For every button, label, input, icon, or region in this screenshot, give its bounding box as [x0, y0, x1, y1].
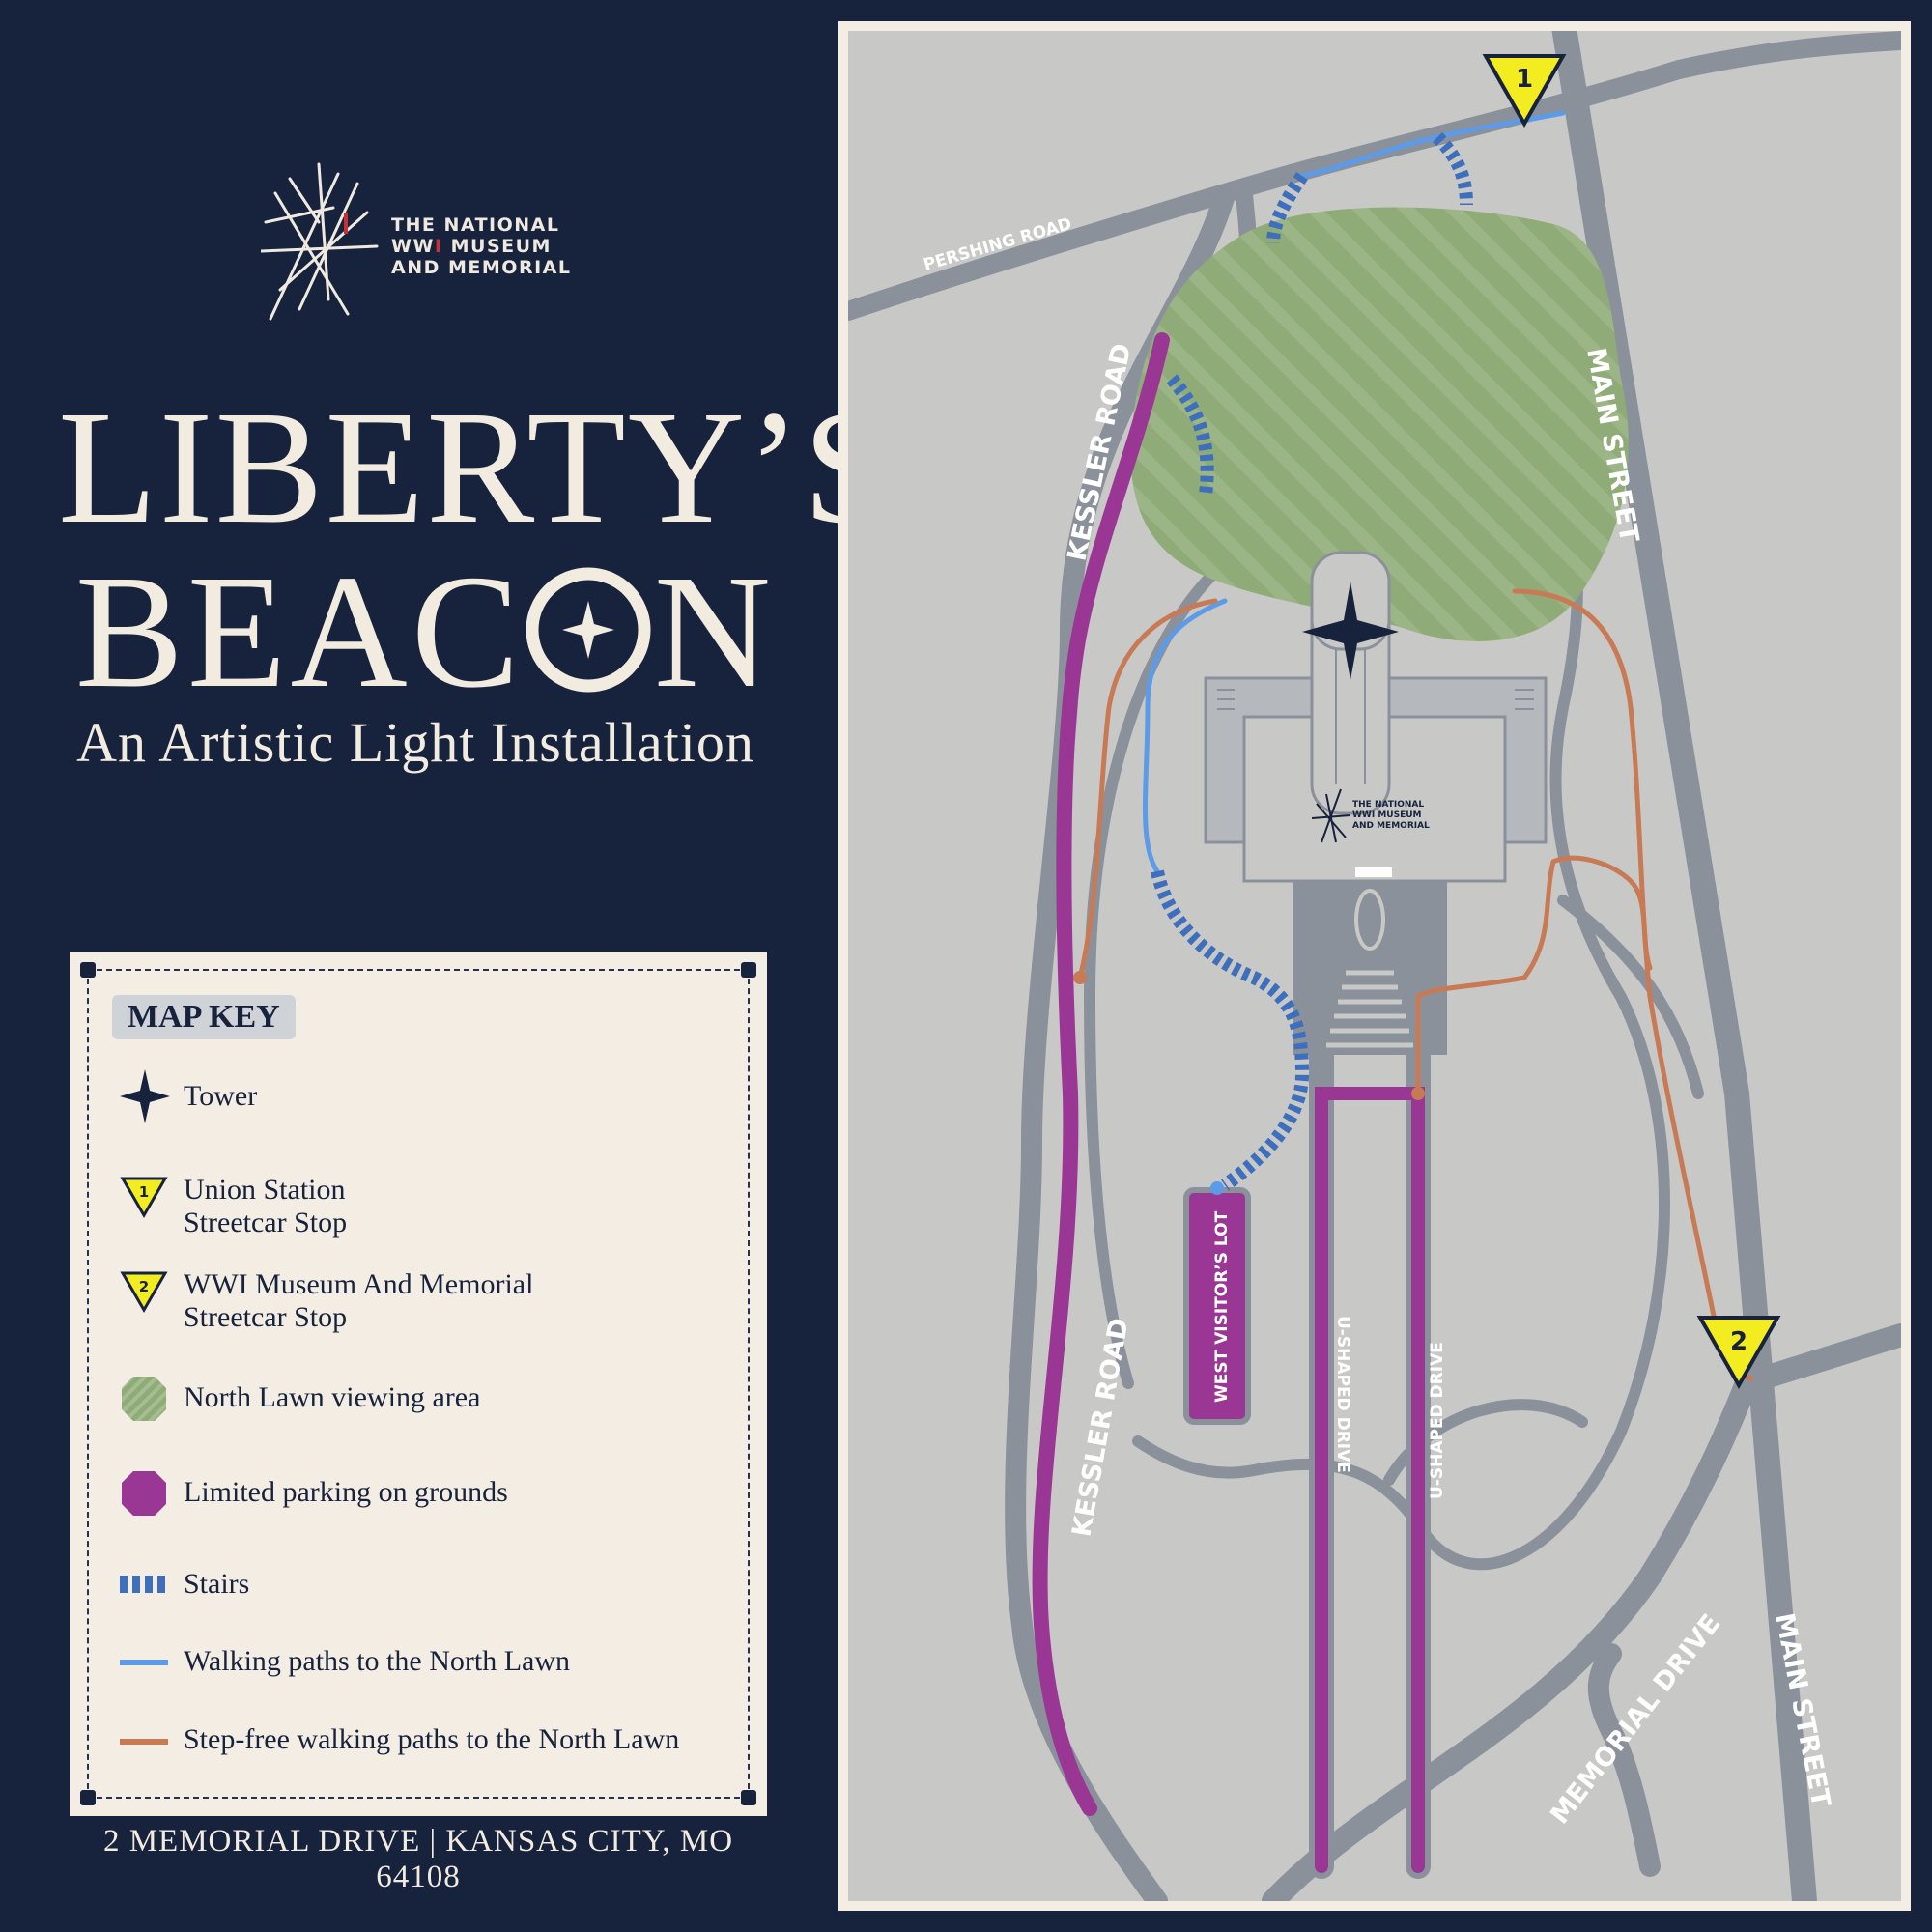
map-key-border [87, 969, 750, 1799]
museum-name: THE NATIONAL WWI MUSEUM AND MEMORIAL [391, 214, 571, 278]
beacon-o-star-icon [524, 566, 654, 693]
building-label-line3: AND MEMORIAL [1352, 821, 1430, 831]
key-label-parking: Limited parking on grounds [184, 1476, 508, 1508]
museum-building: THE NATIONAL WWI MUSEUM AND MEMORIAL [1204, 551, 1548, 883]
corner-marker [741, 1790, 756, 1805]
building-label-line1: THE NATIONAL [1352, 800, 1424, 810]
museum-name-line1: THE NATIONAL [391, 214, 560, 236]
label-west-visitors-lot: WEST VISITOR’S LOT [1212, 1210, 1232, 1403]
museum-name-ww: WW [391, 236, 435, 257]
key-label-north-lawn: North Lawn viewing area [184, 1381, 481, 1413]
step-free-path-west [1077, 598, 1218, 980]
stop-2-number: 2 [1730, 1327, 1747, 1356]
u-shaped-drive-parking [1315, 1087, 1425, 1873]
stairs-west-lot [1151, 869, 1310, 1191]
step-free-path-u-drive [1415, 855, 1653, 1096]
map-key-title: MAP KEY [112, 995, 296, 1039]
museum-name-line3: AND MEMORIAL [391, 257, 572, 278]
stairs-kessler [1166, 374, 1214, 496]
walk-junction-lot [1210, 1181, 1224, 1195]
corner-marker [80, 962, 96, 978]
streetcar-stop-1: 1 [1482, 54, 1567, 128]
label-u-shaped-drive-west: U-SHAPED DRIVE [1333, 1316, 1352, 1473]
stairs-segments [1151, 132, 1473, 1191]
streetcar-stop-1-icon: 1 [120, 1177, 168, 1218]
streetcar-stop-2: 2 [1696, 1316, 1781, 1390]
stop-2-badge: 2 [139, 1278, 149, 1295]
walk-path-north [1299, 110, 1566, 179]
map-frame: THE NATIONAL WWI MUSEUM AND MEMORIAL PER… [838, 21, 1911, 1911]
museum-logo [261, 162, 379, 321]
stop-1-badge: 1 [139, 1183, 149, 1201]
page-title-line1: LIBERTY’S [58, 378, 895, 557]
page-title-beac: BEAC [74, 542, 524, 722]
museum-name-museum: MUSEUM [442, 236, 552, 257]
map-key: MAP KEY Tower 1 Union Station Streetcar … [70, 952, 767, 1816]
east-connector [1557, 895, 1704, 1099]
stairs-north-west [1266, 172, 1308, 244]
step-free-path-swatch [120, 1739, 168, 1745]
tower-star-icon [1302, 582, 1399, 680]
building-label-line2: WWI MUSEUM [1352, 810, 1422, 820]
key-label-tower: Tower [184, 1080, 258, 1112]
kessler-road-gray [1005, 185, 1236, 1901]
stairs-north-east [1432, 132, 1473, 206]
building-logo-icon [1311, 788, 1351, 843]
key-label-union-station: Union Station Streetcar Stop [184, 1174, 348, 1238]
address: 2 MEMORIAL DRIVE | KANSAS CITY, MO 64108 [102, 1824, 734, 1894]
key-label-stairs: Stairs [184, 1568, 250, 1600]
key-label-walking: Walking paths to the North Lawn [184, 1645, 571, 1677]
side-road [1587, 1643, 1661, 1877]
parking-areas [1032, 332, 1425, 1873]
left-panel: THE NATIONAL WWI MUSEUM AND MEMORIAL LIB… [0, 0, 895, 1932]
streetcar-stop-1-icon [1482, 54, 1567, 128]
streetcar-stop-2-icon [1696, 1316, 1781, 1390]
stop-1-number: 1 [1516, 65, 1533, 94]
stairs-icon [120, 1576, 165, 1593]
page-title-n: N [653, 542, 776, 722]
corner-marker [80, 1790, 96, 1805]
plaza-steps [1326, 970, 1413, 1048]
streetcar-stop-2-icon: 2 [120, 1271, 168, 1313]
site-map: THE NATIONAL WWI MUSEUM AND MEMORIAL PER… [848, 31, 1901, 1901]
south-plaza [1293, 871, 1447, 1055]
key-label-wwi-stop: WWI Museum And Memorial Streetcar Stop [184, 1268, 534, 1333]
key-label-step-free: Step-free walking paths to the North Law… [184, 1723, 680, 1755]
museum-name-line2: WWI MUSEUM [391, 236, 571, 257]
lawn-swatch-icon [122, 1377, 166, 1421]
page-subtitle: An Artistic Light Installation [76, 711, 754, 774]
walking-path-swatch [120, 1660, 168, 1665]
kessler-road-parking [1032, 332, 1170, 1816]
corner-marker [741, 962, 756, 978]
tower-star-icon [120, 1069, 170, 1123]
north-lawn-viewing-area [1130, 207, 1629, 641]
memorial-drive [1262, 1323, 1901, 1901]
step-free-junction-west [1073, 971, 1087, 984]
museum-name-roman-one: I [434, 236, 443, 257]
parking-swatch-icon [122, 1471, 166, 1516]
step-free-junction-east [1411, 1087, 1425, 1100]
fountain [1354, 889, 1385, 951]
label-u-shaped-drive-east: U-SHAPED DRIVE [1428, 1342, 1447, 1499]
walk-path-west [1143, 598, 1228, 874]
